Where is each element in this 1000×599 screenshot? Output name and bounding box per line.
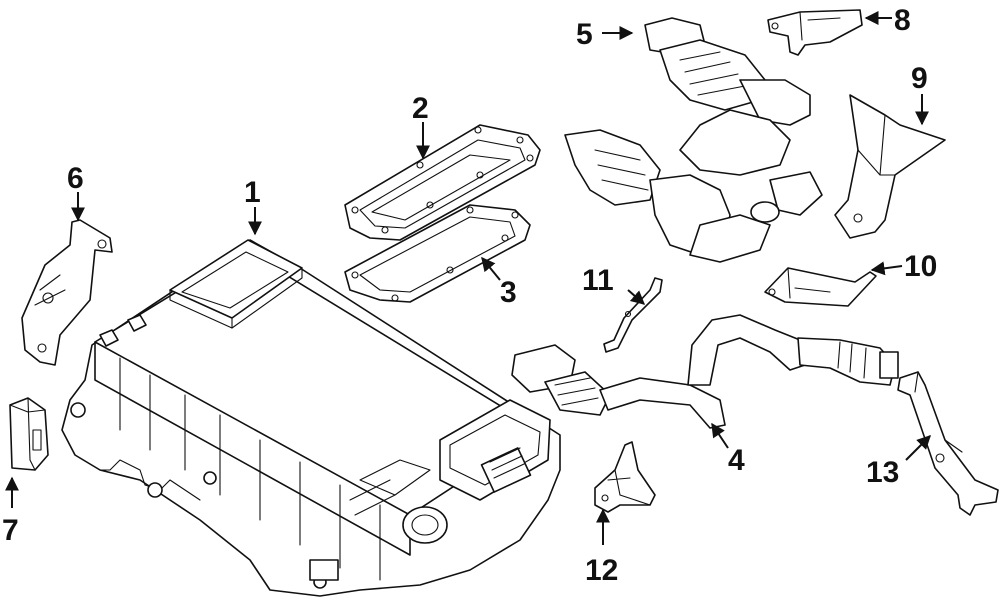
callout-2: 2 (412, 92, 429, 125)
part-5-cable-harness[interactable] (564, 17, 823, 263)
callout-7: 7 (2, 514, 19, 547)
part-11-bracket[interactable] (603, 277, 663, 353)
part-13-bracket[interactable] (897, 371, 999, 516)
callout-5: 5 (576, 18, 593, 51)
leader-10 (870, 261, 903, 276)
callout-4: 4 (728, 444, 745, 477)
callout-12: 12 (585, 554, 618, 587)
part-8-bracket[interactable] (767, 9, 863, 56)
callout-11: 11 (582, 264, 614, 297)
leader-3 (481, 256, 501, 281)
part-6-bracket[interactable] (21, 219, 113, 366)
callout-13: 13 (866, 456, 899, 489)
part-7-bracket[interactable] (9, 397, 49, 471)
leader-11 (627, 289, 646, 305)
part-9-bracket[interactable] (834, 94, 946, 239)
part-12-bracket[interactable] (594, 441, 656, 513)
callout-9: 9 (911, 62, 928, 95)
callout-3: 3 (500, 276, 517, 309)
part-1-inverter-assembly[interactable] (61, 239, 561, 597)
part-2-cover-plate[interactable] (344, 124, 541, 241)
callout-10: 10 (904, 250, 937, 283)
leader-4 (711, 422, 729, 449)
part-10-bracket[interactable] (764, 267, 877, 307)
part-4-cable-harness[interactable] (511, 314, 899, 429)
callout-1: 1 (244, 176, 261, 209)
callout-8: 8 (894, 4, 911, 37)
callout-numbers: 1 2 3 4 5 6 7 8 9 10 11 12 13 (2, 4, 937, 587)
callout-leaders (4, 11, 931, 545)
callout-6: 6 (67, 162, 84, 195)
part-3-gasket[interactable] (344, 204, 531, 303)
leader-13 (905, 435, 931, 461)
